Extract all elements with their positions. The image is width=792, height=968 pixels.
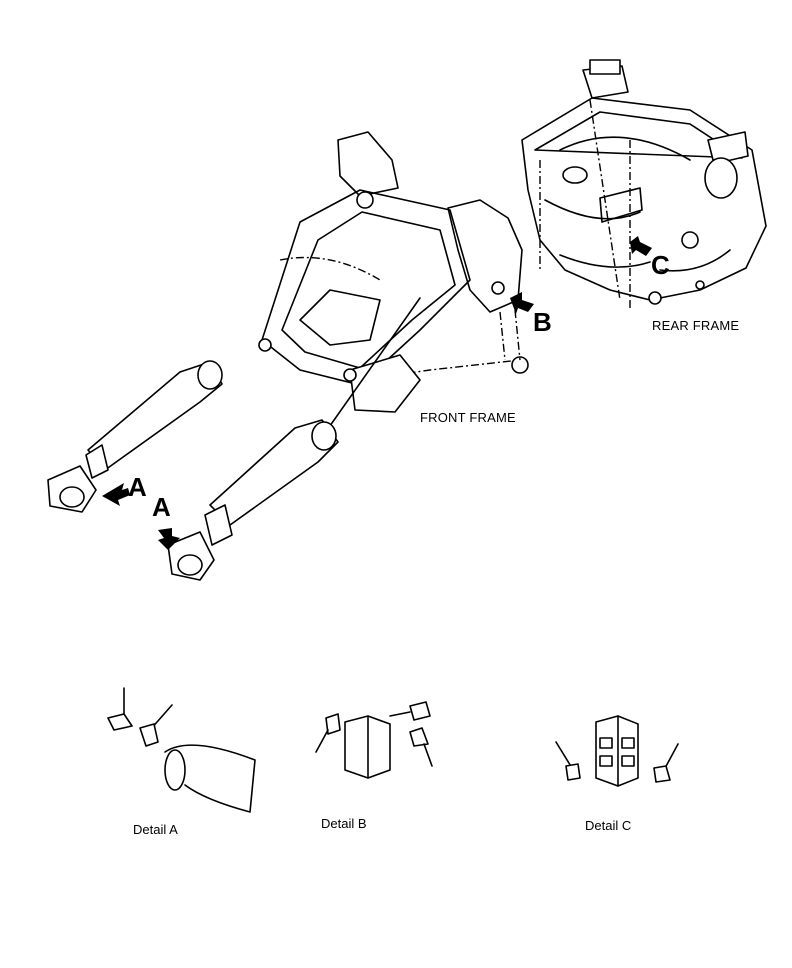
front-frame-drawing bbox=[258, 131, 529, 441]
arrow-a-lower bbox=[158, 528, 180, 550]
callout-a-lower: A bbox=[152, 492, 171, 522]
detail-c-label: Detail C bbox=[585, 818, 632, 833]
arrow-a-left bbox=[102, 483, 130, 506]
arrow-c bbox=[630, 236, 652, 256]
callout-c: C bbox=[651, 250, 670, 280]
detail-c-drawing bbox=[555, 715, 679, 787]
arrow-b bbox=[510, 292, 534, 314]
steering-cylinder-left bbox=[47, 360, 223, 513]
front-frame-label: FRONT FRAME bbox=[420, 410, 516, 425]
rear-frame-drawing bbox=[521, 59, 767, 310]
detail-a-drawing bbox=[107, 687, 256, 813]
detail-b-drawing bbox=[315, 701, 433, 779]
callout-a-left: A bbox=[128, 472, 147, 502]
steering-cylinder-right bbox=[167, 419, 339, 581]
rear-frame-label: REAR FRAME bbox=[652, 318, 740, 333]
callout-b: B bbox=[533, 307, 552, 337]
detail-a-label: Detail A bbox=[133, 822, 178, 837]
detail-b-label: Detail B bbox=[321, 816, 367, 831]
